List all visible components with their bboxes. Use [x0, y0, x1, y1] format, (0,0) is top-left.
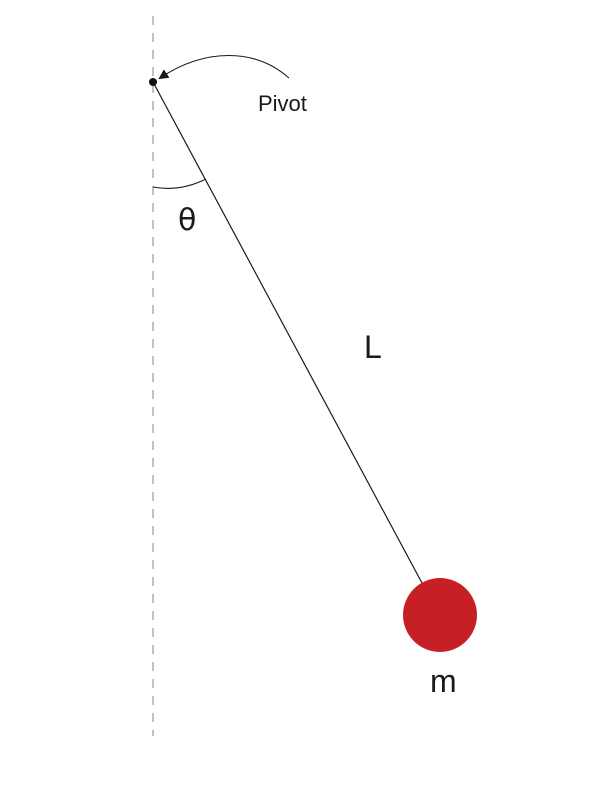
- pivot-pointer-arrow: [158, 55, 290, 80]
- pendulum-string: [152, 81, 423, 584]
- length-label: L: [364, 329, 382, 365]
- pivot-label: Pivot: [258, 91, 307, 116]
- mass-label: m: [430, 663, 457, 699]
- pendulum-bob: [403, 578, 477, 652]
- angle-label: θ: [178, 203, 196, 238]
- angle-arc: [152, 178, 207, 189]
- pivot-point: [149, 78, 157, 86]
